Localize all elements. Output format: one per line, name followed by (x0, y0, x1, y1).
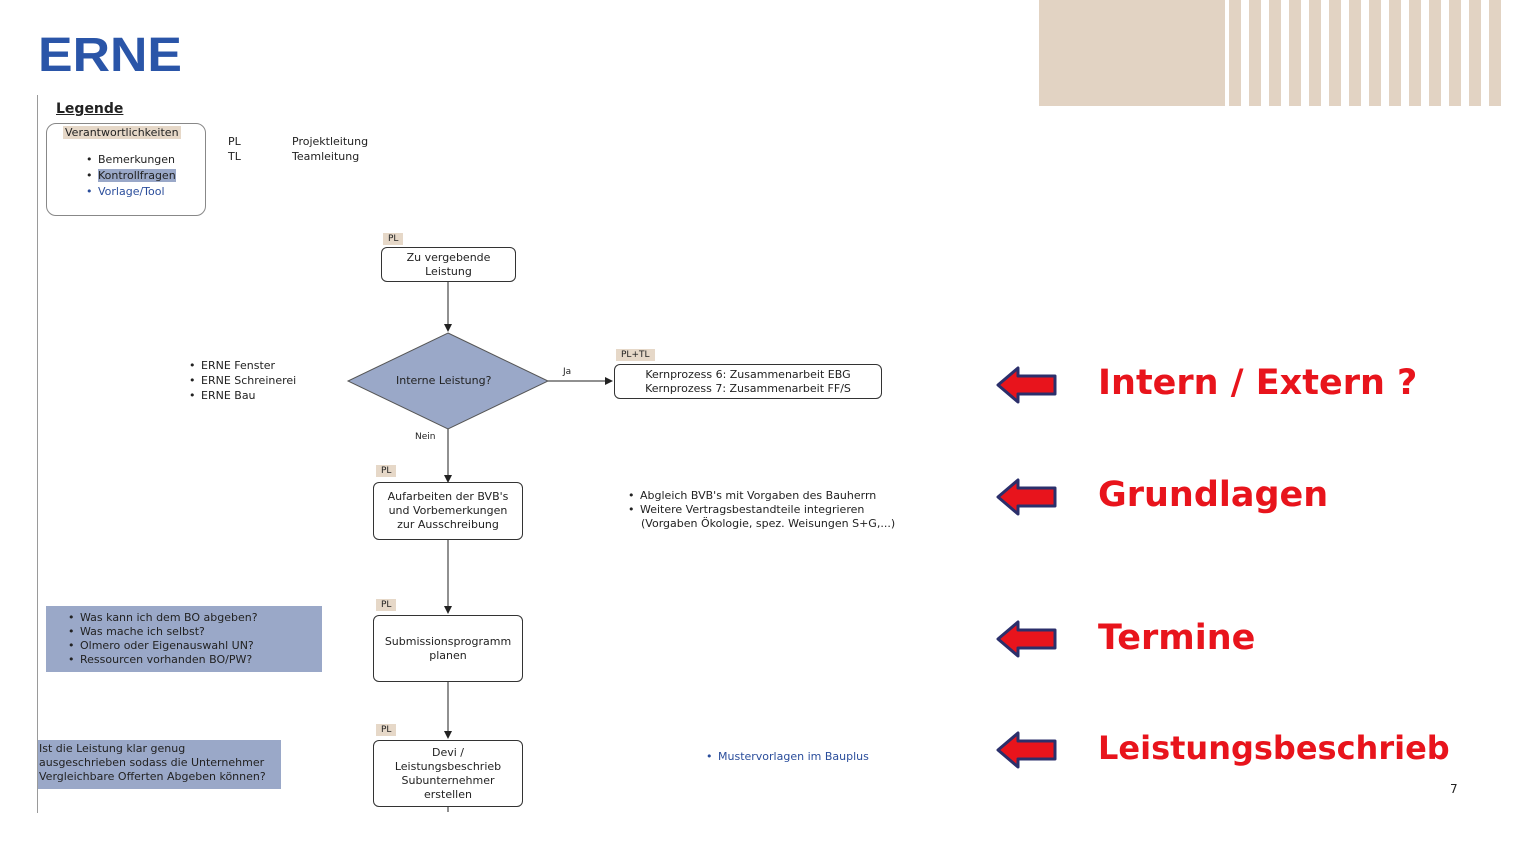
left-arrow-icon (996, 731, 1057, 769)
decorative-stripe (1449, 0, 1461, 106)
legend-meaning-tl: Teamleitung (292, 150, 360, 163)
step2-tag: PL (376, 465, 397, 477)
legend-box (46, 123, 206, 216)
decorative-stripe (1329, 0, 1341, 106)
highlight-leistungsbeschrieb: Leistungsbeschrieb (1098, 729, 1450, 767)
left-arrow-icon (996, 620, 1057, 658)
decorative-block (1039, 0, 1225, 106)
svg-text:ERNE: ERNE (38, 33, 182, 75)
internal-note-2: ERNE Schreinerei (189, 374, 296, 387)
step3-line2: planen (429, 648, 467, 662)
step3-question-3: Olmero oder Eigenauswahl UN? (68, 639, 254, 652)
step3-tag: PL (376, 599, 397, 611)
legend-title: Legende (56, 101, 124, 117)
internal-tag: PL+TL (616, 349, 655, 361)
decision-label: Interne Leistung? (396, 374, 492, 387)
step4-tool-link[interactable]: Mustervorlagen im Bauplus (706, 750, 869, 763)
step2-line3: zur Ausschreibung (397, 518, 499, 531)
decision-yes-label: Ja (563, 367, 572, 377)
decorative-stripe (1249, 0, 1261, 106)
page-number: 7 (1450, 782, 1458, 796)
left-arrow-icon (996, 478, 1057, 516)
decorative-stripe (1389, 0, 1401, 106)
decorative-stripe (1349, 0, 1361, 106)
step2-note-1: Abgleich BVB's mit Vorgaben des Bauherrn (628, 489, 876, 502)
decorative-stripe (1309, 0, 1321, 106)
step2-line1: Aufarbeiten der BVB's (387, 490, 509, 503)
step1-tag: PL (383, 233, 404, 245)
step3-question-1: Was kann ich dem BO abgeben? (68, 611, 258, 624)
decorative-stripe (1489, 0, 1501, 106)
highlight-intern-extern: Intern / Extern ? (1098, 363, 1418, 403)
decorative-stripe (1409, 0, 1421, 106)
step4-tag: PL (376, 724, 397, 736)
internal-note-1: ERNE Fenster (189, 359, 275, 372)
decorative-stripe (1229, 0, 1241, 106)
step3-line1: Submissionsprogramm (384, 634, 512, 648)
step2-note-2: Weitere Vertragsbestandteile integrieren (628, 503, 864, 516)
legend-abbr-tl: TL (228, 150, 241, 163)
decorative-stripe (1369, 0, 1381, 106)
step4-question-box (38, 740, 281, 789)
step3-question-2: Was mache ich selbst? (68, 625, 205, 638)
step2-line2: und Vorbemerkungen (388, 504, 508, 517)
step3-question-4: Ressourcen vorhanden BO/PW? (68, 653, 252, 666)
decorative-stripe (1429, 0, 1441, 106)
left-arrow-icon (996, 366, 1057, 404)
decision-no-label: Nein (415, 432, 436, 442)
step4-line2: Leistungsbeschrieb (394, 759, 502, 773)
decorative-stripe (1269, 0, 1281, 106)
internal-line1: Kernprozess 6: Zusammenarbeit EBG (645, 367, 851, 381)
step2-note-3: (Vorgaben Ökologie, spez. Weisungen S+G,… (641, 517, 896, 530)
internal-line2: Kernprozess 7: Zusammenarbeit FF/S (645, 381, 851, 395)
decorative-stripe (1289, 0, 1301, 106)
highlight-termine: Termine (1098, 618, 1256, 658)
decorative-stripe (1469, 0, 1481, 106)
legend-responsibilities: Verantwortlichkeiten (63, 126, 181, 139)
legend-item-questions: Kontrollfragen (86, 169, 176, 182)
legend-item-remarks: Bemerkungen (86, 153, 175, 166)
highlight-grundlagen: Grundlagen (1098, 475, 1329, 515)
left-divider (37, 95, 38, 813)
step1-line2: Leistung (425, 264, 472, 278)
step4-line1: Devi / (431, 745, 464, 759)
step4-line3: Subunternehmer (401, 773, 495, 787)
internal-note-3: ERNE Bau (189, 389, 256, 402)
step4-line4: erstellen (424, 787, 472, 801)
legend-meaning-pl: Projektleitung (292, 135, 369, 148)
step1-line1: Zu vergebende (406, 250, 491, 264)
legend-abbr-pl: PL (228, 135, 241, 148)
erne-logo: ERNE (38, 33, 182, 75)
legend-item-tool: Vorlage/Tool (86, 185, 165, 198)
